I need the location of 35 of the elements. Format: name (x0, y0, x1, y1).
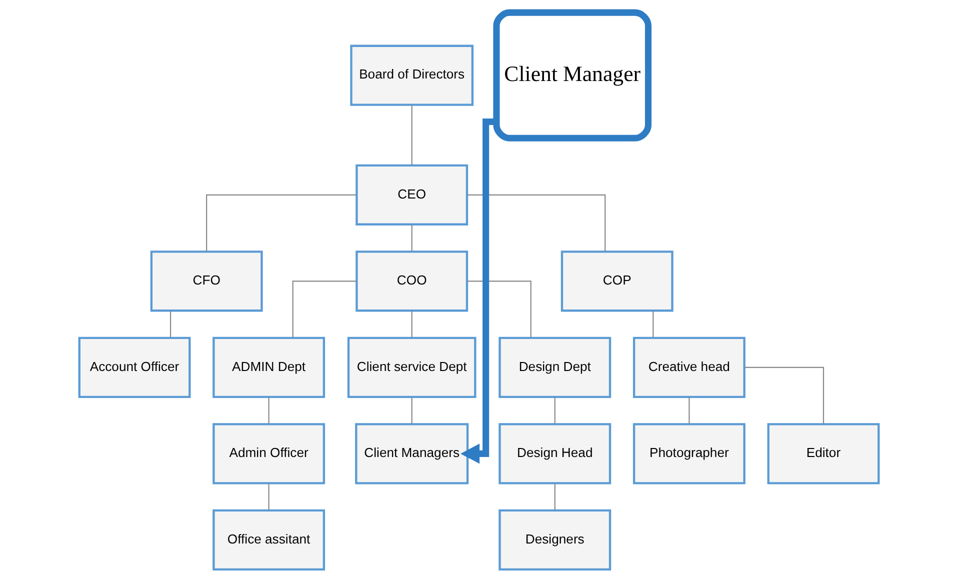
node-box: Client service Dept (347, 336, 476, 398)
connector (554, 397, 556, 424)
node-box: Client Managers (355, 423, 469, 484)
node-box: ADMIN Dept (212, 336, 326, 398)
arrow (460, 118, 496, 464)
connector (688, 397, 690, 424)
connector (170, 310, 172, 338)
node-box: CFO (150, 250, 263, 312)
node-box: Account Officer (78, 336, 191, 398)
connector (554, 483, 556, 510)
connector (411, 104, 412, 166)
node-box: Client Manager (493, 9, 652, 142)
node-box: Design Dept (498, 336, 612, 398)
node-box: CEO (356, 164, 468, 226)
node-box: Board of Directors (350, 44, 474, 106)
connector (467, 280, 532, 338)
node-box: Office assitant (212, 509, 326, 571)
node-box: Admin Officer (212, 423, 326, 484)
connector (292, 280, 357, 338)
node-box: COP (560, 250, 674, 312)
node-box: COO (356, 250, 468, 312)
node-box: Designers (498, 509, 612, 571)
node-box: Creative head (632, 336, 746, 398)
connector (411, 397, 412, 424)
node-box: Editor (767, 423, 880, 484)
connector (744, 366, 824, 424)
connector (268, 397, 270, 424)
node-box: Photographer (632, 423, 746, 484)
connector (206, 194, 356, 252)
connector (411, 310, 412, 338)
connector (411, 224, 412, 252)
connector (268, 483, 270, 510)
connector (467, 194, 606, 252)
connector (652, 310, 654, 338)
node-box: Design Head (498, 423, 612, 484)
